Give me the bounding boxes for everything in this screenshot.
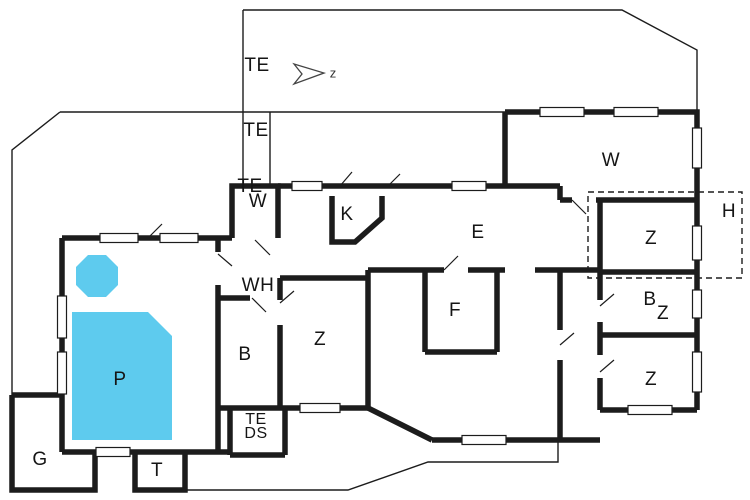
walls-group — [9, 9, 743, 493]
room-label-te-entrance: TE — [237, 176, 263, 197]
room-label-te-path-top: TE — [244, 55, 270, 76]
room-label-h-right-area: H — [721, 201, 737, 222]
room-label-g-storage: G — [32, 449, 48, 470]
terrace-outline — [11, 9, 698, 491]
room-label-f-room: F — [448, 300, 462, 321]
north-arrow-icon — [292, 62, 327, 86]
room-label-ds-shower: DS — [244, 425, 268, 442]
room-label-z-bedroom-east: Z — [656, 303, 670, 324]
room-label-t-room: T — [150, 460, 164, 481]
room-label-z-bedroom-ne: Z — [644, 228, 658, 249]
room-label-e-living: E — [471, 222, 485, 243]
room-label-w-entrance: W — [248, 191, 268, 212]
room-label-wh-hall: WH — [241, 275, 275, 296]
windows — [56, 106, 703, 458]
room-label-p-pool: P — [113, 369, 127, 390]
room-label-z-bedroom-center: Z — [313, 329, 327, 350]
room-label-b-bath-center: B — [238, 344, 252, 365]
pool-shape — [72, 312, 172, 440]
hot-tub-shape — [76, 255, 118, 297]
room-label-w-living-room: W — [601, 150, 621, 171]
room-label-z-bedroom-se: Z — [644, 369, 658, 390]
room-label-te-terrace-south: TE — [245, 411, 267, 428]
dashed-area-outline — [587, 191, 743, 279]
room-label-k-kitchen: K — [340, 204, 354, 225]
room-label-b-bath-east: B — [643, 289, 657, 310]
room-label-te-path-mid: TE — [243, 120, 269, 141]
north-indicator-letter: z — [329, 65, 337, 81]
door-swings — [145, 171, 615, 373]
